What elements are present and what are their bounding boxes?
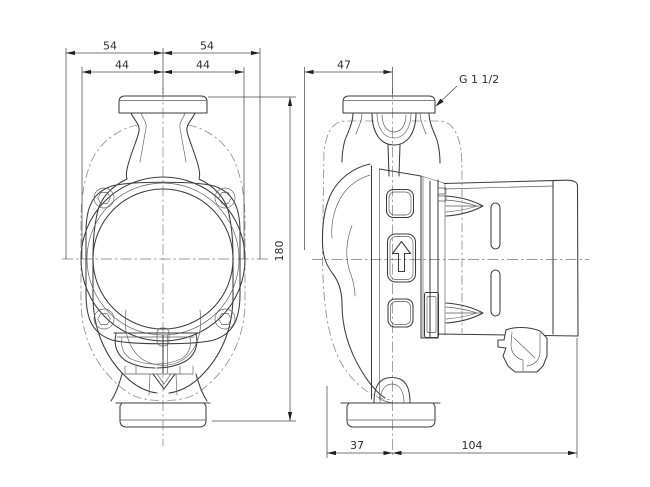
thread-callout: G 1 1/2 xyxy=(435,73,499,107)
dimension-44-left-label: 44 xyxy=(115,59,129,72)
dimension-44-right-label: 44 xyxy=(196,59,210,72)
dimension-104-label: 104 xyxy=(462,439,483,452)
cable-clamp-bracket xyxy=(497,326,548,373)
dimension-47: 47 xyxy=(304,59,393,75)
vent-slot-upper xyxy=(490,202,501,250)
flange-bolt xyxy=(93,308,115,330)
dimension-54-left-label: 54 xyxy=(103,40,117,53)
front-volute xyxy=(113,309,202,390)
vent-slot-lower xyxy=(490,269,501,317)
side-bottom-port xyxy=(340,376,441,428)
dimension-180-label: 180 xyxy=(273,241,286,262)
front-top-port xyxy=(118,95,208,180)
connector-plug-lower xyxy=(445,302,484,324)
adapter-section xyxy=(420,175,447,339)
motor-housing xyxy=(437,179,579,337)
flange-bolt xyxy=(93,187,115,209)
cable-entry xyxy=(423,291,440,339)
dimension-180: 180 xyxy=(273,97,293,421)
front-insulation-shell-contour xyxy=(80,124,246,401)
side-top-port xyxy=(341,95,441,177)
connector-plug-upper xyxy=(445,195,484,217)
side-insulation-shell-contour xyxy=(322,120,463,401)
dimension-37-104: 37 104 xyxy=(327,439,577,456)
flange-bolt xyxy=(214,308,236,330)
dimension-37-label: 37 xyxy=(350,439,364,452)
dimensions: 54 54 44 44 47 180 xyxy=(65,40,578,458)
front-bottom-port xyxy=(110,373,211,428)
terminal-box-lower-recess xyxy=(387,298,414,328)
flow-direction-arrow-icon xyxy=(391,240,412,273)
dimension-54-right-label: 54 xyxy=(200,40,214,53)
dimension-47-label: 47 xyxy=(337,59,351,72)
dimension-44-pair: 44 44 xyxy=(82,59,244,75)
terminal-box-upper-recess xyxy=(385,188,415,219)
flange-bolt xyxy=(214,187,236,209)
dimension-54-pair: 54 54 xyxy=(66,40,260,56)
side-volute xyxy=(321,163,386,399)
side-view xyxy=(312,88,589,455)
front-view xyxy=(62,88,270,446)
pump-head-circle-inner xyxy=(92,188,234,330)
thread-size-label: G 1 1/2 xyxy=(459,73,499,86)
terminal-box xyxy=(370,165,440,404)
flow-arrow-panel xyxy=(386,233,417,283)
